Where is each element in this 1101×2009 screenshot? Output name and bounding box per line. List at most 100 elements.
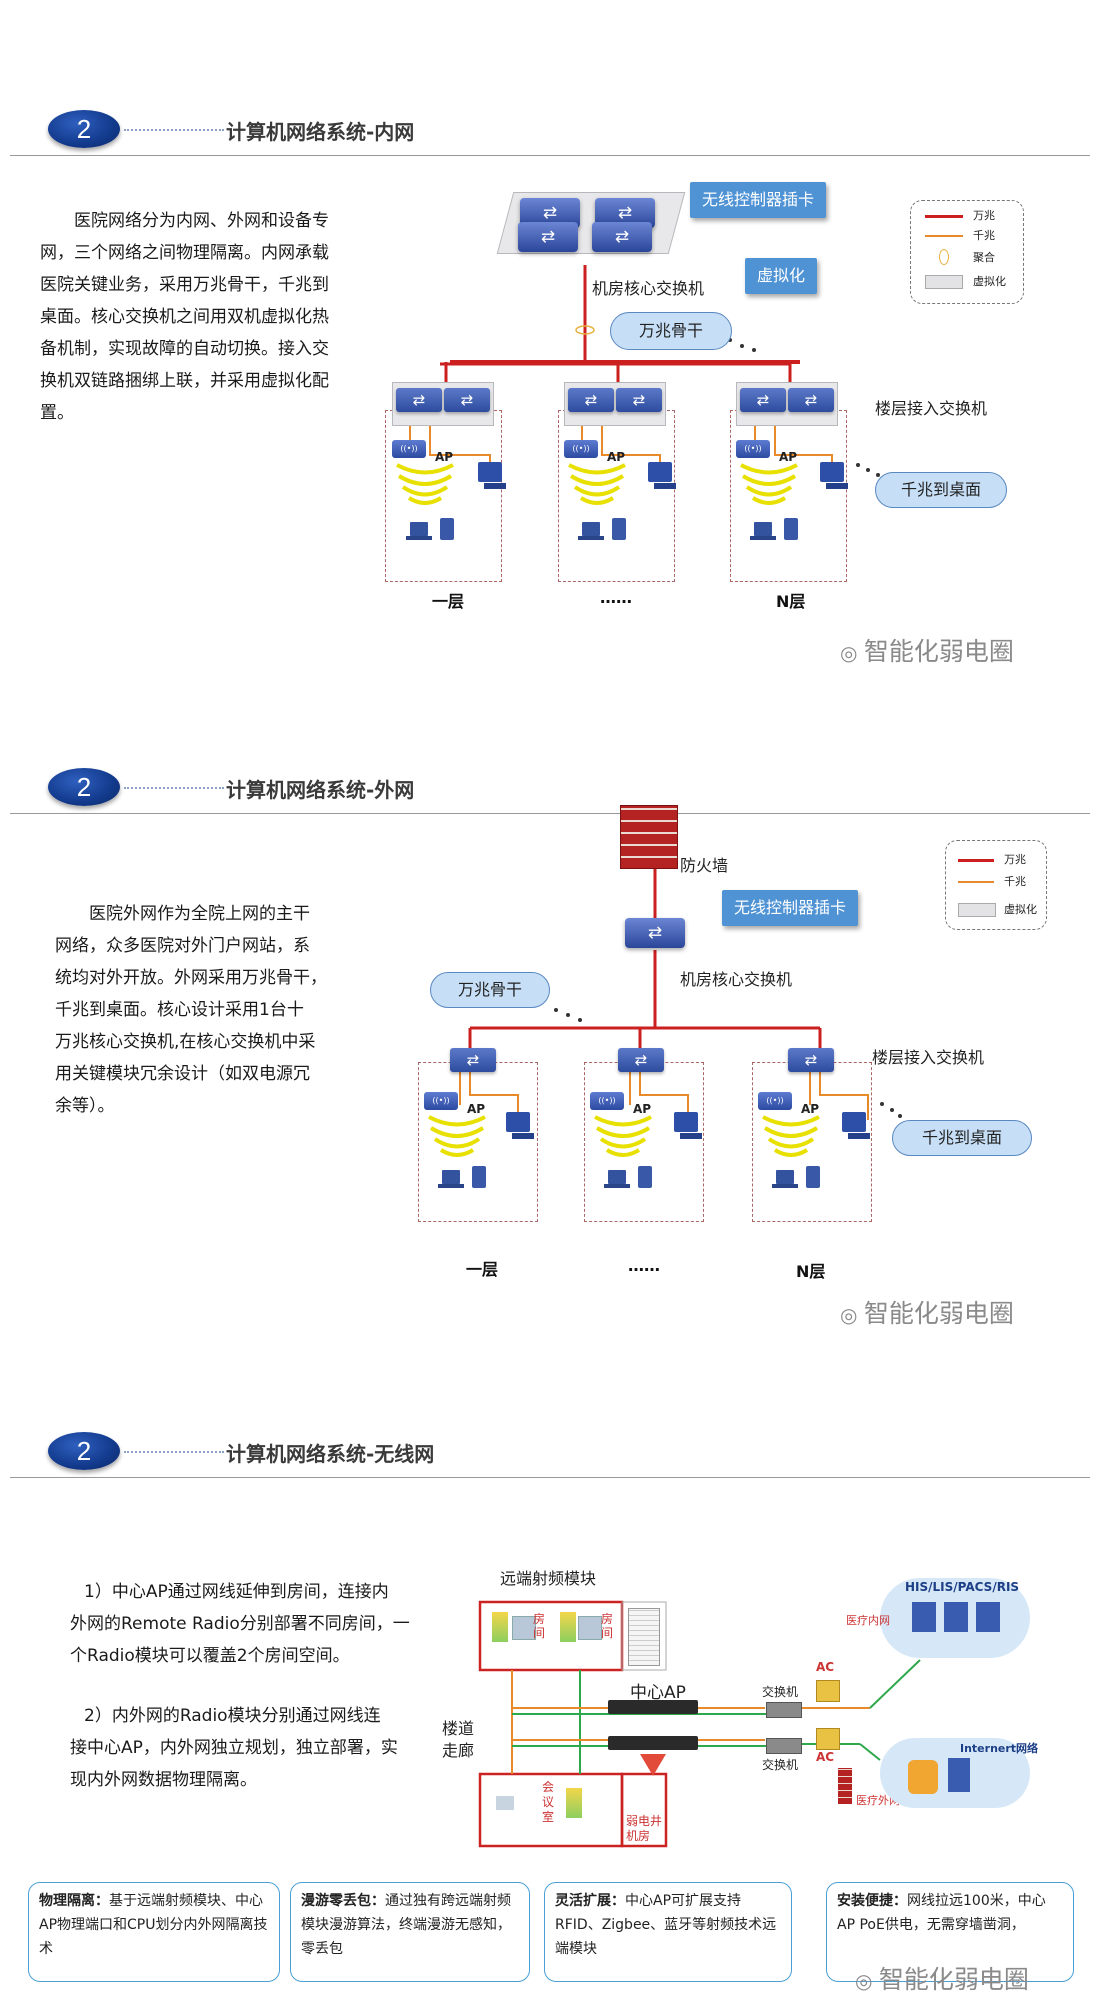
title-dotted-leader bbox=[124, 1451, 224, 1453]
access-switch-icon bbox=[788, 388, 834, 412]
center-ap-device-icon bbox=[608, 1736, 698, 1750]
legend-label: 千兆 bbox=[973, 229, 995, 242]
internet-label: Internert网络 bbox=[960, 1742, 1039, 1755]
title-dotted-leader bbox=[124, 787, 224, 789]
section-number-badge: 2 bbox=[48, 1432, 120, 1470]
core-switch-icon bbox=[518, 222, 578, 252]
callout-virtualization: 虚拟化 bbox=[745, 258, 818, 294]
switch-icon bbox=[766, 1738, 802, 1754]
remote-radio-icon bbox=[566, 1788, 582, 1818]
access-switch-icon bbox=[444, 388, 490, 412]
access-switch-icon bbox=[618, 1048, 664, 1072]
section-extranet: 2 计算机网络系统-外网 医院外网作为全院上网的主干 网络，众多医院对外门户网站… bbox=[0, 680, 1101, 1340]
access-switch-label: 楼层接入交换机 bbox=[875, 399, 988, 418]
extranet-topology-lines bbox=[459, 845, 902, 1120]
desktop-pc-icon bbox=[478, 462, 506, 489]
legend-label: 千兆 bbox=[1004, 875, 1026, 888]
server-icon bbox=[912, 1602, 936, 1632]
section-wireless: 2 计算机网络系统-无线网 1）中心AP通过网线延伸到房间，连接内 外网的Rem… bbox=[0, 1340, 1101, 2009]
his-label: HIS/LIS/PACS/RIS bbox=[905, 1580, 1020, 1594]
ac-device-icon bbox=[816, 1680, 840, 1702]
intro-paragraph: 医院网络分为内网、外网和设备专 网，三个网络之间物理隔离。内网承载 医院关键业务… bbox=[40, 211, 329, 423]
wechat-icon: ◎ bbox=[840, 641, 864, 665]
feature-box-roaming: 漫游零丢包：通过独有跨远端射频模块漫游算法，终端漫游无感知，零丢包 bbox=[290, 1882, 530, 1982]
laptop-icon bbox=[578, 522, 604, 540]
wifi-signal-icon bbox=[740, 463, 798, 505]
intro-paragraph-1: 1）中心AP通过网线延伸到房间，连接内 外网的Remote Radio分别部署不… bbox=[70, 1582, 410, 1666]
cloud-gigabit-desktop: 千兆到桌面 bbox=[892, 1120, 1032, 1156]
legend-label: 万兆 bbox=[1004, 853, 1026, 866]
ac-label: AC bbox=[816, 1750, 835, 1764]
access-switch-icon bbox=[740, 388, 786, 412]
down-arrow-icon bbox=[640, 1754, 666, 1776]
legend-aggregate-swatch bbox=[939, 249, 949, 265]
feature-box-expansion: 灵活扩展：中心AP可扩展支持RFID、Zigbee、蓝牙等射频技术远端模块 bbox=[544, 1882, 792, 1982]
wifi-signal-icon bbox=[396, 463, 454, 505]
title-rule bbox=[10, 1477, 1090, 1478]
floor-label: 一层 bbox=[432, 592, 465, 611]
legend-gigabit-swatch bbox=[925, 235, 963, 237]
laptop-icon bbox=[406, 522, 432, 540]
watermark: ◎ 智能化弱电圈 bbox=[840, 1299, 1014, 1328]
ap-icon bbox=[424, 1092, 458, 1110]
access-switch-icon bbox=[788, 1048, 834, 1072]
server-icon bbox=[944, 1602, 968, 1632]
legend-virtual-swatch bbox=[958, 903, 996, 917]
ap-label: AP bbox=[779, 450, 798, 464]
feature-box-isolation: 物理隔离：基于远端射频模块、中心AP物理端口和CPU划分内外网隔离技术 bbox=[28, 1882, 280, 1982]
room-label: 房间 bbox=[601, 1612, 614, 1640]
intro-paragraph-2: 2）内外网的Radio模块分别通过网线连 接中心AP，内外网独立规划，独立部署，… bbox=[70, 1706, 398, 1790]
remote-radio-icon bbox=[560, 1612, 576, 1642]
core-switch-label: 机房核心交换机 bbox=[680, 970, 793, 989]
room-icon bbox=[578, 1616, 602, 1640]
floor-label: N层 bbox=[796, 1262, 826, 1281]
legend: 万兆 千兆 聚合 虚拟化 bbox=[910, 200, 1024, 304]
wifi-signal-icon bbox=[762, 1115, 820, 1157]
cloud-gigabit-desktop: 千兆到桌面 bbox=[875, 472, 1007, 508]
firewall-icon bbox=[838, 1768, 852, 1804]
section-intranet: 2 计算机网络系统-内网 医院网络分为内网、外网和设备专 网，三个网络之间物理隔… bbox=[0, 0, 1101, 680]
tablet-icon bbox=[472, 1166, 486, 1188]
laptop-icon bbox=[438, 1170, 464, 1188]
desktop-pc-icon bbox=[674, 1112, 702, 1139]
access-switch-icon bbox=[616, 388, 662, 412]
ac-device-icon bbox=[816, 1728, 840, 1750]
room-label: 房间 bbox=[533, 1612, 546, 1640]
intranet-label: 医疗内网 bbox=[846, 1614, 890, 1627]
core-switch-icon bbox=[625, 918, 685, 948]
firewall-label: 防火墙 bbox=[680, 856, 729, 875]
database-icon bbox=[908, 1760, 938, 1794]
ap-label: AP bbox=[435, 450, 454, 464]
weak-room-label: 弱电井机房 bbox=[626, 1814, 663, 1843]
section-title: 计算机网络系统-内网 bbox=[226, 120, 415, 144]
wifi-signal-icon bbox=[594, 1115, 652, 1157]
ap-label: AP bbox=[633, 1102, 652, 1116]
corridor-label: 楼道走廊 bbox=[442, 1719, 475, 1760]
ap-icon bbox=[590, 1092, 624, 1110]
rack-icon bbox=[628, 1608, 660, 1666]
access-switch-label: 楼层接入交换机 bbox=[872, 1048, 985, 1067]
ap-label: AP bbox=[801, 1102, 820, 1116]
laptop-icon bbox=[604, 1170, 630, 1188]
floor-label: …… bbox=[600, 588, 632, 607]
access-switch-icon bbox=[568, 388, 614, 412]
section-number-badge: 2 bbox=[48, 110, 120, 148]
feature-box-installation: 安装便捷：网线拉远100米，中心AP PoE供电，无需穿墙凿洞， bbox=[826, 1882, 1074, 1982]
ac-label: AC bbox=[816, 1660, 835, 1674]
tablet-icon bbox=[806, 1166, 820, 1188]
laptop-icon bbox=[750, 522, 776, 540]
ap-icon bbox=[736, 440, 770, 458]
legend-virtual-swatch bbox=[925, 275, 963, 289]
ap-label: AP bbox=[607, 450, 626, 464]
wifi-signal-icon bbox=[428, 1115, 486, 1157]
floor-label: …… bbox=[628, 1256, 660, 1275]
switch-icon bbox=[766, 1702, 802, 1718]
ap-icon bbox=[758, 1092, 792, 1110]
tablet-icon bbox=[784, 518, 798, 540]
server-icon bbox=[948, 1758, 970, 1792]
core-switch-icon bbox=[592, 222, 652, 252]
section-title: 计算机网络系统-外网 bbox=[226, 778, 415, 802]
legend-backbone-swatch bbox=[958, 859, 994, 862]
meeting-room-label: 会议室 bbox=[542, 1780, 555, 1824]
callout-wireless-controller: 无线控制器插卡 bbox=[690, 182, 827, 218]
